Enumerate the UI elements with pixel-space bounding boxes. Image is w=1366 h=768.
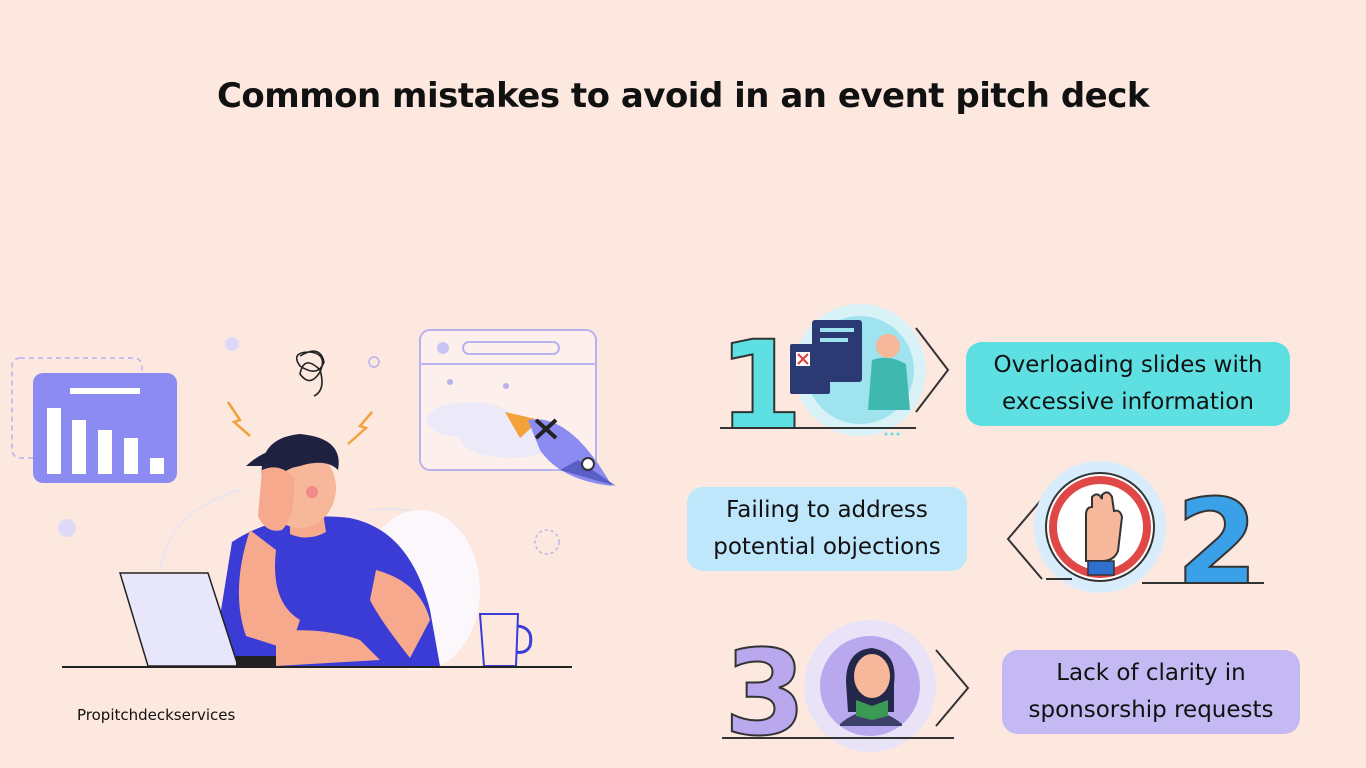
confused-reader-icon: 3 bbox=[722, 620, 970, 756]
mistake-3-card: Lack of clarity in sponsorship requests bbox=[1002, 650, 1300, 734]
overloaded-slides-icon: 1 bbox=[717, 304, 950, 440]
mistake-3-line1: Lack of clarity in bbox=[1056, 660, 1246, 686]
brand-name: Propitchdeckservices bbox=[77, 706, 236, 724]
mistake-3-line2: sponsorship requests bbox=[1028, 697, 1274, 723]
mistake-2-line1: Failing to address bbox=[726, 497, 928, 523]
mistake-1-card: Overloading slides with excessive inform… bbox=[966, 342, 1290, 426]
item3-number: 3 bbox=[724, 624, 806, 756]
mistake-1-line1: Overloading slides with bbox=[993, 352, 1263, 378]
item1-number: 1 bbox=[718, 315, 803, 440]
page-title: Common mistakes to avoid in an event pit… bbox=[216, 76, 1150, 116]
item2-number: 2 bbox=[1176, 473, 1258, 595]
stop-hand-icon: 2 bbox=[1006, 461, 1264, 595]
stressed-person-at-laptop-icon bbox=[11, 329, 616, 670]
mistake-2-line2: potential objections bbox=[713, 534, 941, 560]
mistake-2-card: Failing to address potential objections bbox=[687, 487, 967, 571]
mistake-1-line2: excessive information bbox=[1002, 389, 1254, 415]
